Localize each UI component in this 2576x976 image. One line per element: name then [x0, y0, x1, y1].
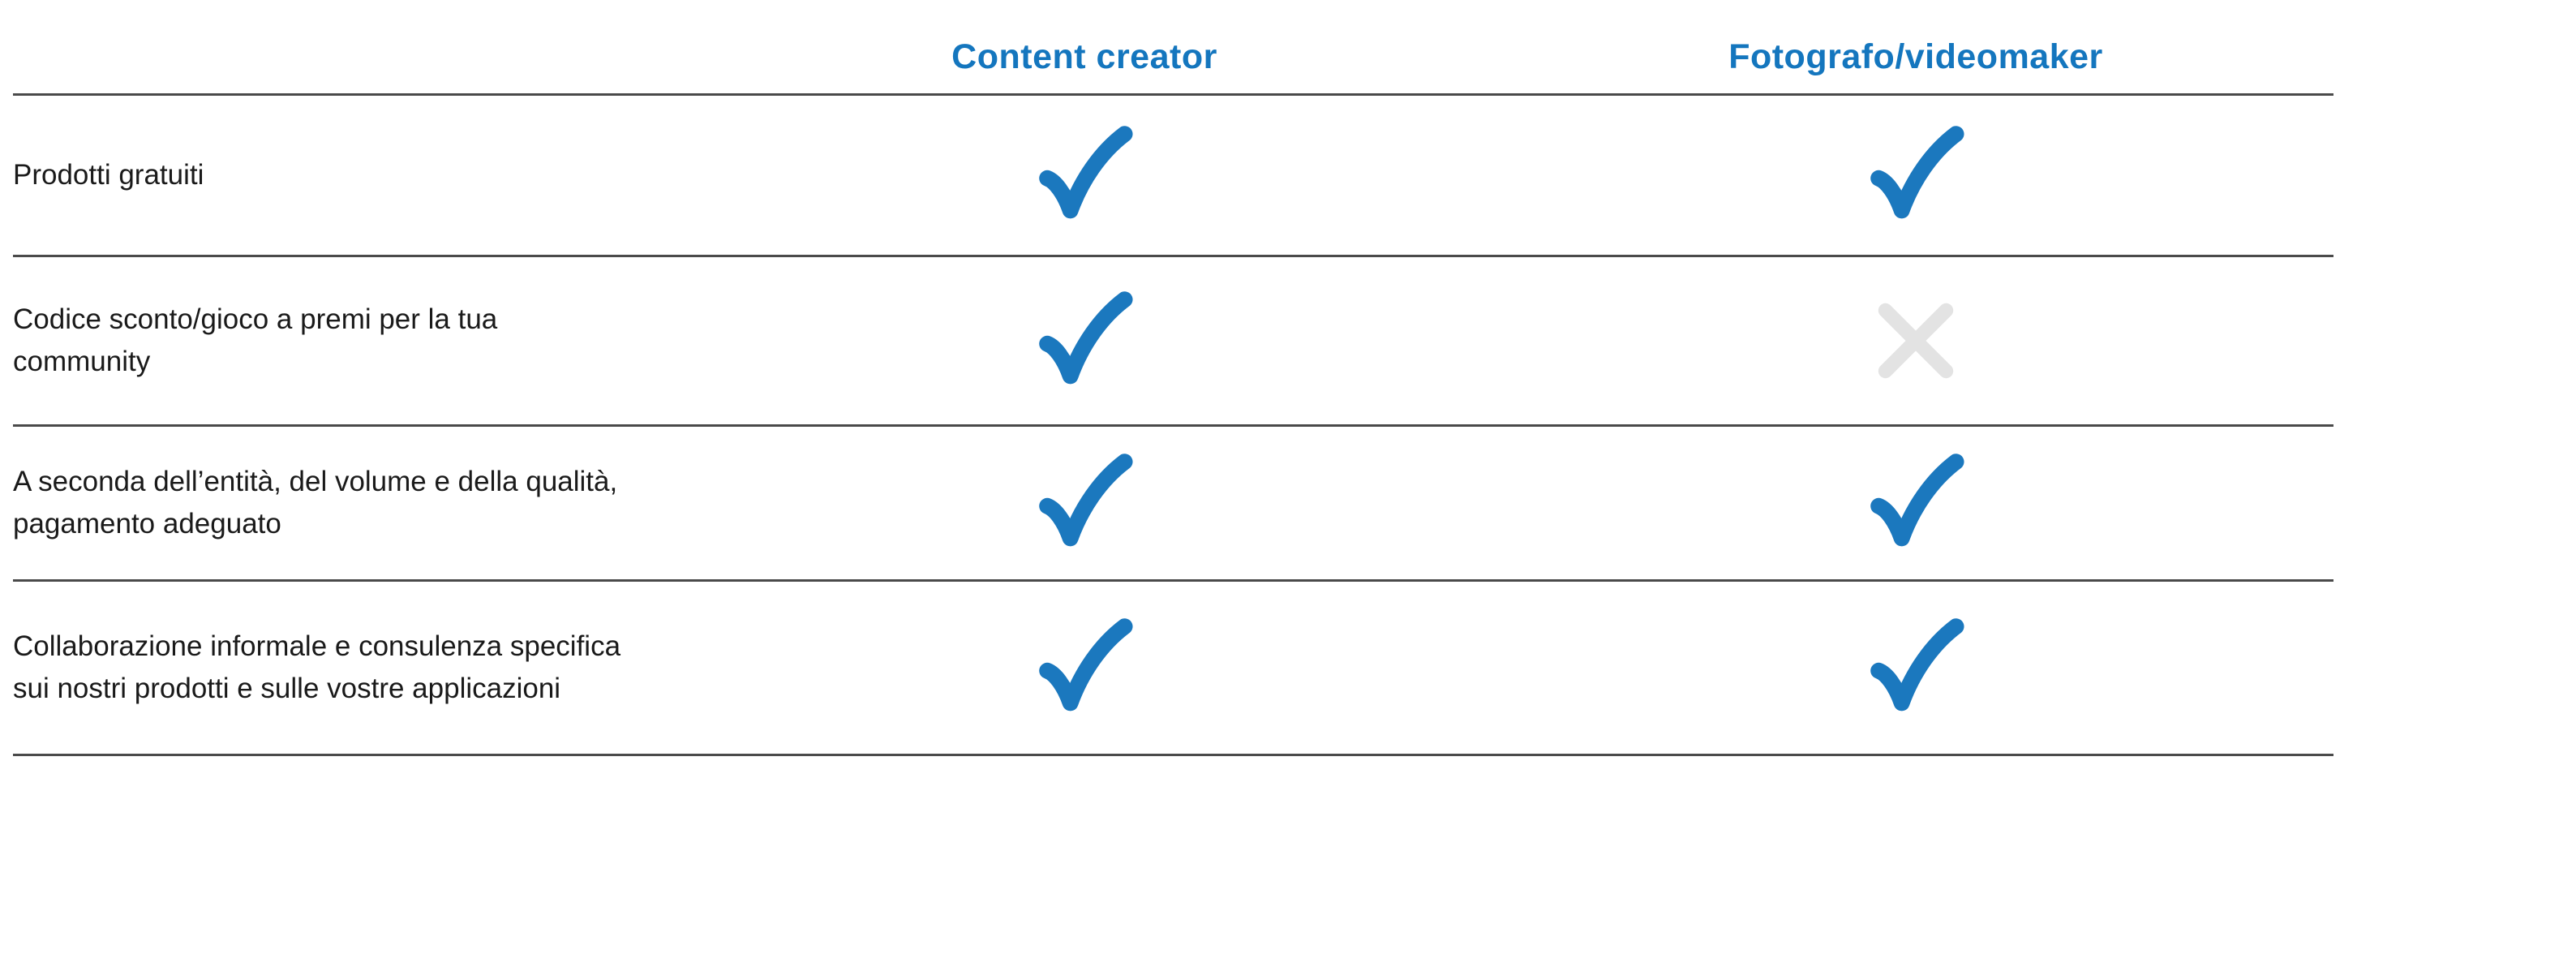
table-row: Collaborazione informale e consulenza sp…: [13, 582, 2333, 756]
table-row: Prodotti gratuiti: [13, 96, 2333, 257]
comparison-table: Content creator Fotografo/videomaker Pro…: [13, 0, 2333, 756]
fotografo-videomaker-cell: [1498, 125, 2333, 226]
row-label: Codice sconto/gioco a premi per la tua c…: [13, 303, 498, 378]
check-icon: [1033, 617, 1136, 718]
check-icon: [1864, 453, 1968, 553]
content-creator-cell: [671, 125, 1498, 226]
content-creator-cell: [671, 290, 1498, 391]
content-creator-cell: [671, 617, 1498, 718]
table-row: A seconda dell’entità, del volume e dell…: [13, 427, 2333, 582]
column-header-content-creator: Content creator: [951, 37, 1217, 76]
fotografo-videomaker-cell: [1498, 453, 2333, 553]
check-icon: [1864, 617, 1968, 718]
fotografo-videomaker-cell: [1498, 296, 2333, 385]
row-label: Collaborazione informale e consulenza sp…: [13, 630, 621, 705]
cross-icon: [1871, 296, 1960, 385]
check-icon: [1033, 453, 1136, 553]
check-icon: [1864, 125, 1968, 226]
fotografo-videomaker-cell: [1498, 617, 2333, 718]
content-creator-cell: [671, 453, 1498, 553]
row-label: A seconda dell’entità, del volume e dell…: [13, 465, 618, 540]
row-label: Prodotti gratuiti: [13, 158, 204, 191]
check-icon: [1033, 125, 1136, 226]
check-icon: [1033, 290, 1136, 391]
column-header-fotografo-videomaker: Fotografo/videomaker: [1728, 37, 2103, 76]
table-row: Codice sconto/gioco a premi per la tua c…: [13, 257, 2333, 427]
header-row: Content creator Fotografo/videomaker: [13, 0, 2333, 96]
